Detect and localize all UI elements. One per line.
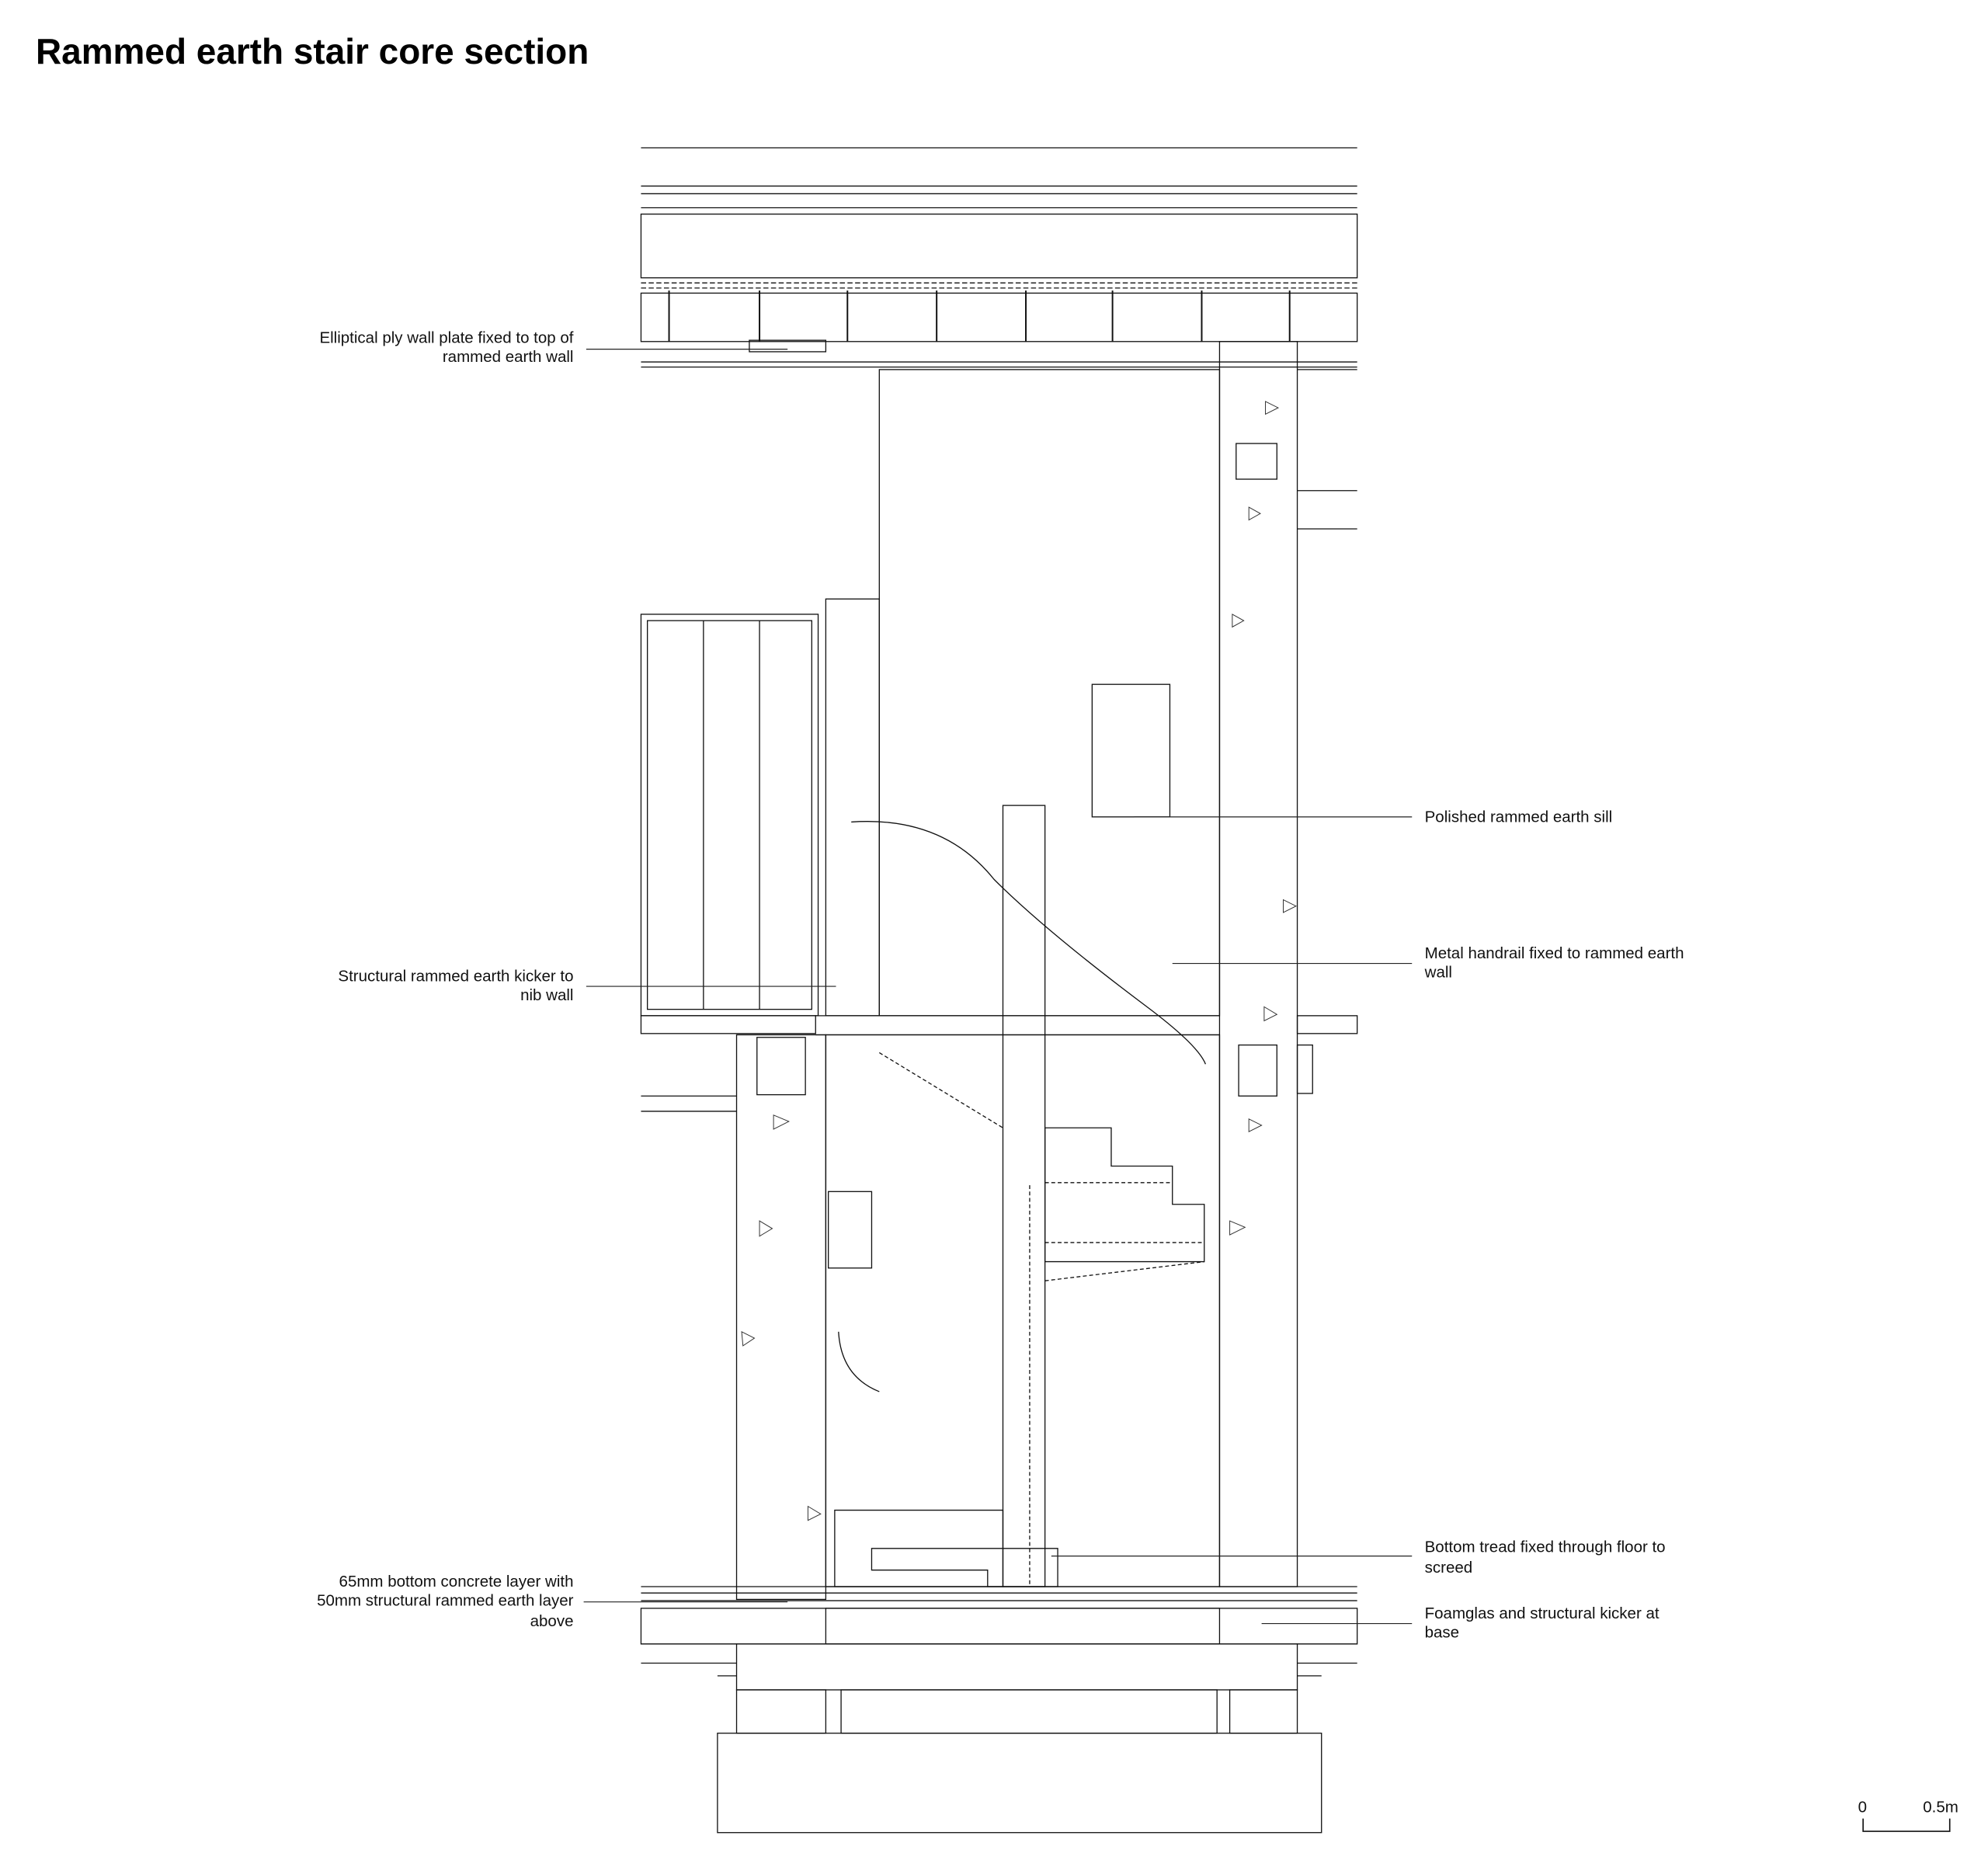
sill-opening (1091, 683, 1171, 818)
svg-text:0: 0 (1858, 1798, 1867, 1816)
annotation-concrete-layer: 65mm bottom concrete layer with 50mm str… (317, 1573, 788, 1630)
ply-wall-plate (749, 339, 827, 353)
annotation-foamglas: Foamglas and structural kicker at base (1261, 1604, 1660, 1642)
stair (834, 1052, 1205, 1587)
page-title: Rammed earth stair core section (36, 31, 589, 71)
svg-text:Metal handrail fixed to rammed: Metal handrail fixed to rammed earth (1425, 944, 1684, 962)
glazed-panel (640, 614, 819, 1017)
svg-text:Structural rammed earth kicker: Structural rammed earth kicker to (338, 968, 573, 986)
base-foundation (640, 1586, 1358, 1834)
annotation-kicker: Structural rammed earth kicker to nib wa… (338, 968, 836, 1004)
svg-text:above: above (530, 1612, 574, 1630)
right-rammed-earth-wall (1218, 341, 1298, 1587)
svg-text:base: base (1425, 1624, 1459, 1642)
svg-text:rammed earth wall: rammed earth wall (443, 348, 574, 366)
first-floor-slab (640, 1015, 1358, 1112)
svg-text:65mm bottom concrete layer wit: 65mm bottom concrete layer with (339, 1573, 574, 1591)
svg-text:nib wall: nib wall (520, 986, 573, 1004)
svg-text:screed: screed (1425, 1559, 1473, 1577)
upper-rammed-earth-wall (878, 369, 1221, 1017)
svg-text:wall: wall (1424, 964, 1452, 982)
roof-buildup (640, 147, 1358, 368)
svg-text:50mm structural rammed earth l: 50mm structural rammed earth layer (317, 1592, 574, 1610)
svg-text:0.5m: 0.5m (1923, 1798, 1958, 1816)
nib-wall (825, 598, 880, 1017)
svg-text:Polished rammed earth sill: Polished rammed earth sill (1425, 808, 1613, 826)
annotation-sill: Polished rammed earth sill (1134, 808, 1613, 826)
handrail (851, 821, 1207, 1065)
newel-post (1002, 805, 1046, 1587)
svg-text:Elliptical ply wall plate fixe: Elliptical ply wall plate fixed to top o… (319, 329, 573, 346)
annotation-wall-plate: Elliptical ply wall plate fixed to top o… (319, 329, 788, 366)
concrete-column (735, 1034, 827, 1601)
svg-text:Bottom tread fixed through flo: Bottom tread fixed through floor to (1425, 1538, 1666, 1556)
scale-bar: 0 0.5m (1858, 1798, 1958, 1832)
annotation-handrail: Metal handrail fixed to rammed earth wal… (1172, 944, 1684, 982)
lower-rammed-earth (825, 1034, 1221, 1587)
annotation-bottom-tread: Bottom tread fixed through floor to scre… (1051, 1538, 1666, 1577)
svg-text:Foamglas and structural kicker: Foamglas and structural kicker at (1425, 1604, 1660, 1622)
